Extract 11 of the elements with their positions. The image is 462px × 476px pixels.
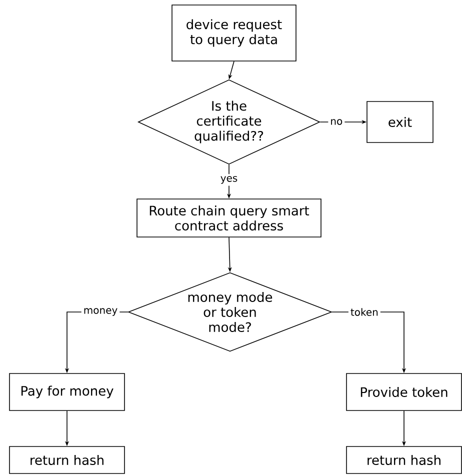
process-box: return hash [346,446,462,474]
process-box: Route chain query smart contract address [136,198,322,238]
edge-label: token [348,306,380,318]
process-box: device request to query data [172,4,296,62]
process-box: exit [366,101,434,143]
process-box: Provide token [346,373,462,411]
edge-label: no [328,117,345,127]
edge-label: yes [218,174,240,186]
process-box: return hash [9,446,125,474]
edge-label: money [81,306,120,318]
process-box: Pay for money [9,373,125,411]
